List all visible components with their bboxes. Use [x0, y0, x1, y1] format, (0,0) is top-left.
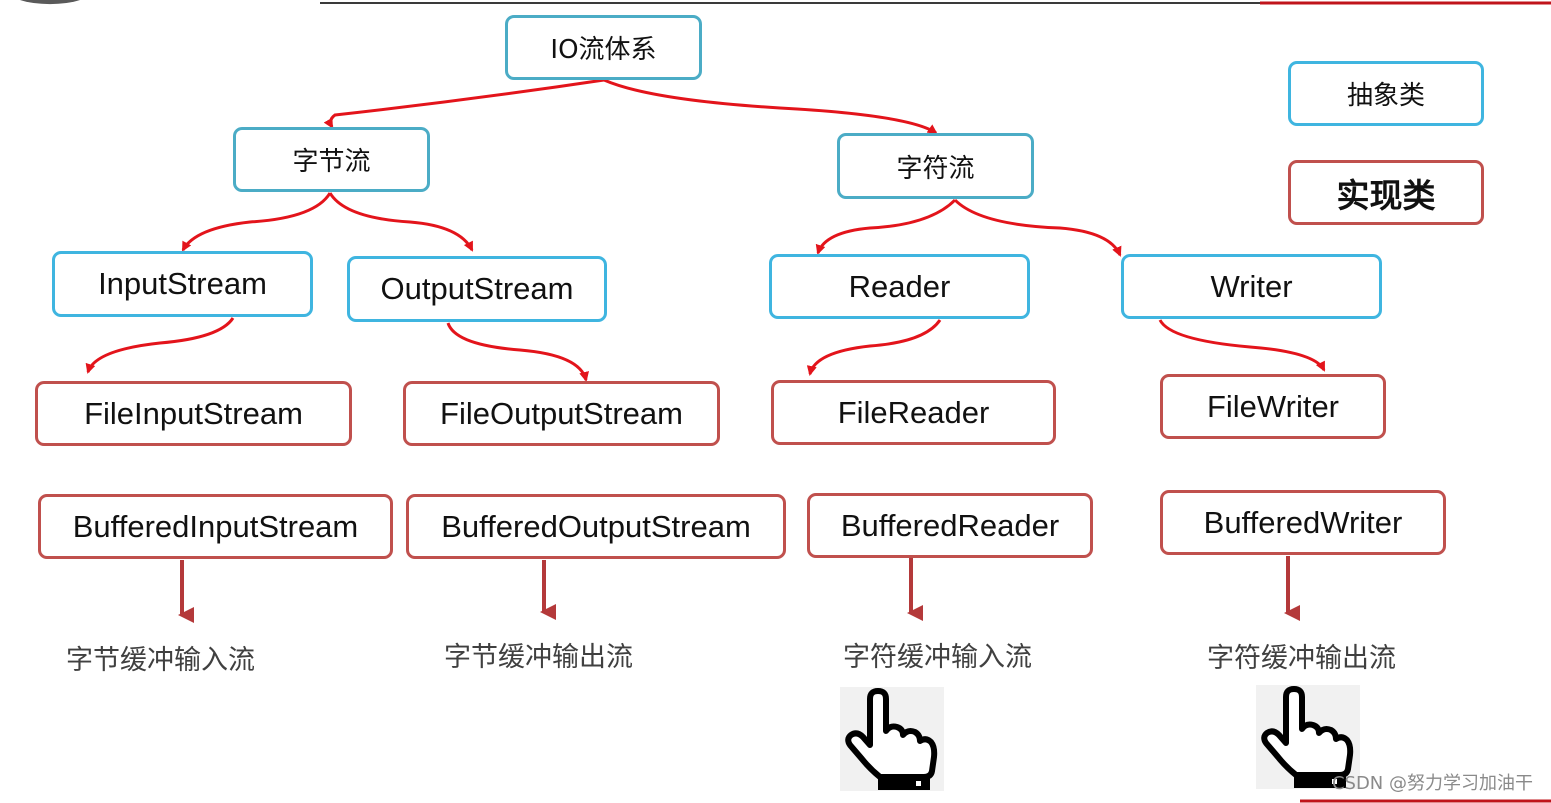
root-label: IO流体系 — [550, 35, 657, 65]
arrow-writer-to-filewriter — [1158, 319, 1326, 372]
fileoutputstream-node: FileOutputStream — [403, 381, 720, 446]
fileinputstream-node: FileInputStream — [35, 381, 352, 446]
reader-label: Reader — [848, 268, 951, 304]
outputstream-node: OutputStream — [347, 256, 607, 322]
legend-abstract-label: 抽象类 — [1346, 81, 1425, 111]
pointing-hand-icon — [1256, 685, 1360, 789]
char-stream-label: 字符流 — [896, 153, 975, 184]
bufferedoutputstream-label: BufferedOutputStream — [441, 508, 751, 544]
filewriter-label: FileWriter — [1206, 388, 1340, 424]
char-stream-node: 字符流 — [837, 133, 1034, 199]
legend-implementation: 实现类 — [1288, 160, 1484, 225]
arrow-root-to-byte — [323, 78, 605, 129]
inputstream-label: InputStream — [98, 266, 267, 301]
watermark: CSDN @努力学习加油干 — [1331, 773, 1533, 794]
bufferedwriter-node: BufferedWriter — [1160, 490, 1446, 555]
bufferedoutputstream-node: BufferedOutputStream — [406, 494, 786, 559]
arrow-outputstream-to-fileoutputstream — [446, 322, 589, 382]
fileinputstream-label: FileInputStream — [84, 395, 303, 431]
arrow-char-to-writer — [953, 198, 1122, 257]
writer-label: Writer — [1210, 268, 1293, 304]
inputstream-node: InputStream — [52, 251, 313, 317]
legend-implementation-label: 实现类 — [1336, 175, 1436, 215]
outputstream-label: OutputStream — [380, 271, 574, 306]
caption-byte-buffered-input: 字节缓冲输入流 — [66, 645, 255, 676]
writer-node: Writer — [1121, 254, 1382, 319]
caption-byte-buffered-output: 字节缓冲输出流 — [444, 642, 633, 673]
caption-char-buffered-output: 字符缓冲输出流 — [1207, 643, 1396, 674]
root-node: IO流体系 — [505, 15, 702, 80]
reader-node: Reader — [769, 254, 1030, 319]
bufferedwriter-label: BufferedWriter — [1203, 504, 1403, 540]
arrow-char-to-reader — [815, 198, 957, 255]
bufferedinputstream-node: BufferedInputStream — [38, 494, 393, 559]
bufferedinputstream-label: BufferedInputStream — [72, 508, 359, 544]
arrow-root-to-char — [603, 78, 938, 135]
filereader-node: FileReader — [771, 380, 1056, 445]
legend-abstract: 抽象类 — [1288, 61, 1484, 126]
arrow-inputstream-to-fileinputstream — [85, 317, 235, 374]
pointing-hand-icon — [840, 687, 944, 791]
filewriter-node: FileWriter — [1160, 374, 1386, 439]
byte-stream-node: 字节流 — [233, 127, 430, 192]
bufferedreader-node: BufferedReader — [807, 493, 1093, 558]
corner-decoration — [20, 0, 80, 5]
arrow-reader-to-filereader — [806, 319, 942, 376]
filereader-label: FileReader — [837, 394, 990, 430]
caption-char-buffered-input: 字符缓冲输入流 — [843, 642, 1032, 673]
arrow-byte-to-inputstream — [181, 192, 332, 252]
fileoutputstream-label: FileOutputStream — [440, 395, 683, 431]
bufferedreader-label: BufferedReader — [840, 507, 1060, 543]
arrow-byte-to-outputstream — [328, 192, 474, 252]
byte-stream-label: 字节流 — [292, 147, 371, 177]
